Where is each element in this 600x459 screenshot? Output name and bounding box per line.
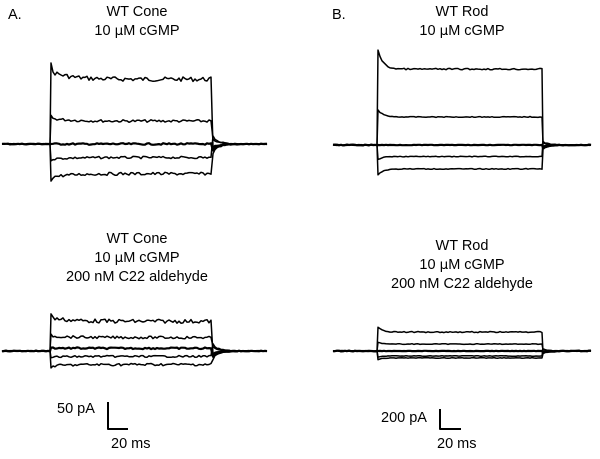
current-trace	[333, 49, 592, 148]
title-line: WT Rod	[435, 4, 489, 20]
title-line: WT Cone	[106, 231, 168, 247]
micro-symbol: µ	[439, 257, 449, 273]
panel-a-bottom-title: WT Cone 10 µM cGMP 200 nM C22 aldehyde	[37, 230, 237, 287]
current-trace	[1, 62, 268, 148]
panel-b-top-title: WT Rod 10 µM cGMP	[382, 3, 542, 41]
title-line: 200 nM C22 aldehyde	[391, 276, 533, 292]
micro-symbol: µ	[439, 23, 449, 39]
current-trace	[332, 326, 592, 353]
current-trace	[332, 109, 592, 147]
scale-bar	[439, 409, 461, 430]
current-trace	[1, 349, 268, 369]
current-trace	[332, 349, 592, 361]
micro-symbol: µ	[114, 23, 124, 39]
panel-b-label: B.	[332, 7, 346, 23]
panel-a-top-title: WT Cone 10 µM cGMP	[57, 3, 217, 41]
title-line: 200 nM C22 aldehyde	[66, 269, 208, 285]
panel-a-current-scale-label: 50 pA	[57, 401, 95, 417]
scale-bar	[107, 402, 128, 430]
panel-b-bottom-title: WT Rod 10 µM cGMP 200 nM C22 aldehyde	[362, 237, 562, 294]
title-line: 10 µM cGMP	[419, 257, 505, 273]
title-line: 10 µM cGMP	[94, 23, 180, 39]
current-trace	[2, 135, 268, 162]
micro-symbol: µ	[114, 250, 124, 266]
title-line: 10 µM cGMP	[94, 250, 180, 266]
current-trace	[332, 143, 592, 176]
panel-a-label: A.	[8, 7, 22, 23]
panel-b-current-scale-label: 200 pA	[381, 410, 427, 426]
panel-a-time-scale-label: 20 ms	[111, 436, 151, 452]
title-line: 10 µM cGMP	[419, 23, 505, 39]
title-line: WT Rod	[435, 238, 489, 254]
current-trace	[1, 114, 268, 146]
current-trace	[1, 142, 268, 182]
title-line: WT Cone	[106, 4, 168, 20]
panel-b-time-scale-label: 20 ms	[437, 436, 477, 452]
